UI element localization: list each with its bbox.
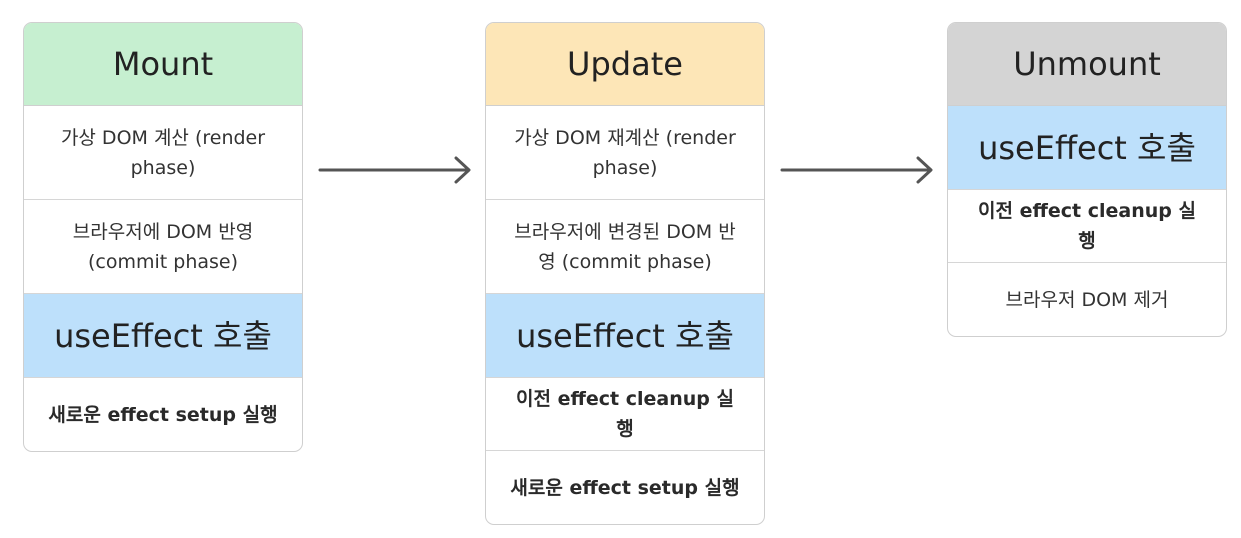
update-row-useeffect: useEffect 호출 [486, 294, 764, 378]
mount-row-render: 가상 DOM 계산 (render phase) [24, 106, 302, 200]
update-row-commit: 브라우저에 변경된 DOM 반영 (commit phase) [486, 200, 764, 294]
update-row-cleanup: 이전 effect cleanup 실행 [486, 378, 764, 451]
mount-row-setup: 새로운 effect setup 실행 [48, 403, 278, 426]
update-row-render: 가상 DOM 재계산 (render phase) [486, 106, 764, 200]
mount-card: Mount 가상 DOM 계산 (render phase) 브라우저에 DOM… [23, 22, 303, 452]
update-header: Update [486, 23, 764, 106]
arrow-mount-to-update [318, 156, 471, 184]
mount-row-commit: 브라우저에 DOM 반영 (commit phase) [24, 200, 302, 294]
update-card: Update 가상 DOM 재계산 (render phase) 브라우저에 변… [485, 22, 765, 525]
arrow-update-to-unmount [780, 156, 933, 184]
mount-row-useeffect: useEffect 호출 [24, 294, 302, 378]
unmount-row-cleanup: 이전 effect cleanup 실행 [948, 190, 1226, 263]
update-row-setup: 새로운 effect setup 실행 [510, 476, 740, 499]
unmount-row-useeffect: useEffect 호출 [948, 106, 1226, 190]
mount-header: Mount [24, 23, 302, 106]
unmount-header: Unmount [948, 23, 1226, 106]
unmount-card: Unmount useEffect 호출 이전 effect cleanup 실… [947, 22, 1227, 337]
unmount-row-remove-dom: 브라우저 DOM 제거 [1005, 288, 1169, 311]
